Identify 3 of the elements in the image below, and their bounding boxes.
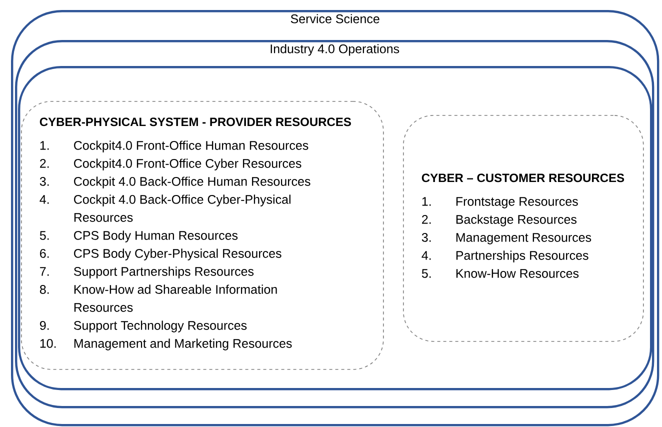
dashed-box: CYBER-PHYSICAL SYSTEM - PROVIDER RESOURCES 1. Cockpit4.0 Front-Office Human Resources 2. Cockpit4.0 Front-Office Cyber Resources 3. Cockpit 4.0 Back-Office Human Resources 4. Cockpit 4.0 Back-Office Cyber-Physical Resources 5. CPS Body Human Resources 6. CPS Body Cyber-Physical Resources 7. Support Partnerships Resources 8. Know-How ad Shareable Information Resources 9. Support Technology Resources 10. Management and Marketing Resources — [21, 101, 384, 370]
rounded-frame: Service Science — [290, 14, 380, 24]
dashed-box: CYBER – CUSTOMER RESOURCES 1. Frontstage Resources 2. Backstage Resources 3. Management Resources 4. Partnerships Resources 5. Know-How Resources — [403, 115, 644, 342]
